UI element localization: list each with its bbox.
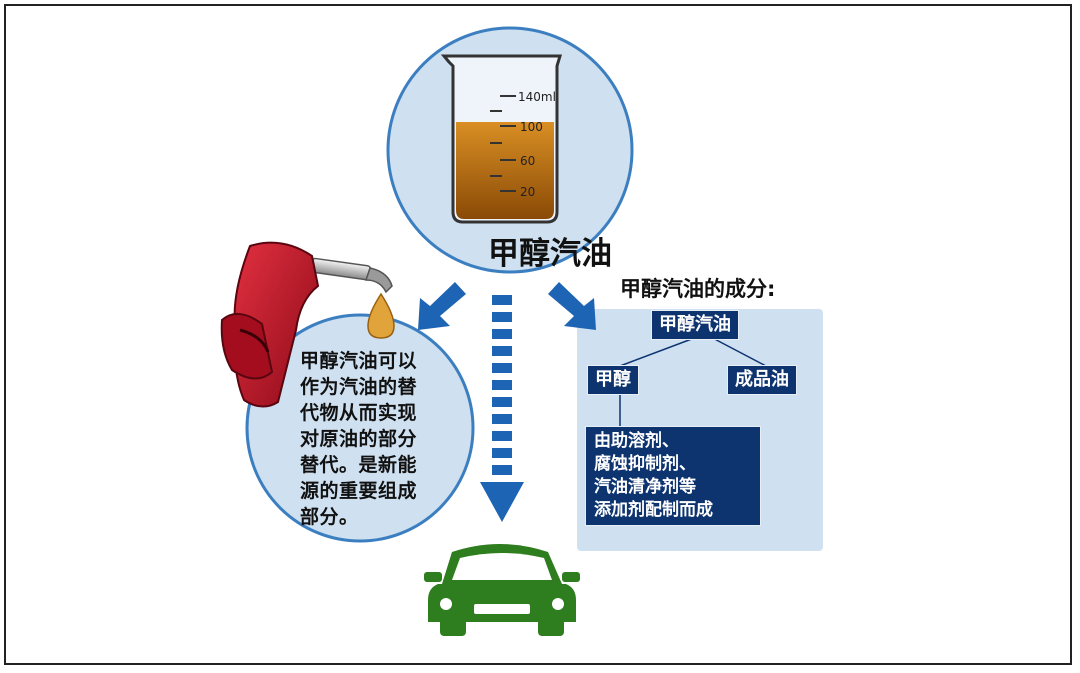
image-frame bbox=[4, 4, 1072, 665]
node-methanol-gasoline: 甲醇汽油 bbox=[651, 310, 739, 340]
arrow-down-left-icon bbox=[418, 282, 466, 330]
node-methanol: 甲醇 bbox=[587, 365, 639, 395]
node-additives: 由助溶剂、 腐蚀抑制剂、 汽油清净剂等 添加剂配制而成 bbox=[585, 426, 761, 526]
beaker-icon: 140ml 100 60 20 bbox=[440, 54, 563, 224]
fuel-nozzle-icon bbox=[220, 241, 393, 408]
arrow-down-right-icon bbox=[548, 282, 596, 330]
left-circle bbox=[245, 313, 475, 543]
beaker-scale-100: 100 bbox=[520, 120, 543, 134]
composition-heading: 甲醇汽油的成分: bbox=[620, 277, 776, 301]
arrow-down-icon bbox=[480, 295, 524, 522]
diagram-title: 甲醇汽油 bbox=[488, 236, 612, 272]
beaker-scale-140: 140ml bbox=[518, 90, 556, 104]
node-finished-oil: 成品油 bbox=[727, 365, 797, 395]
beaker-scale-60: 60 bbox=[520, 154, 535, 168]
car-icon bbox=[424, 544, 580, 636]
beaker-scale-20: 20 bbox=[520, 185, 535, 199]
left-circle-text: 甲醇汽油可以 作为汽油的替 代物从而实现 对原油的部分 替代。是新能 源的重要组… bbox=[300, 350, 418, 528]
oil-drop-icon bbox=[367, 292, 395, 339]
